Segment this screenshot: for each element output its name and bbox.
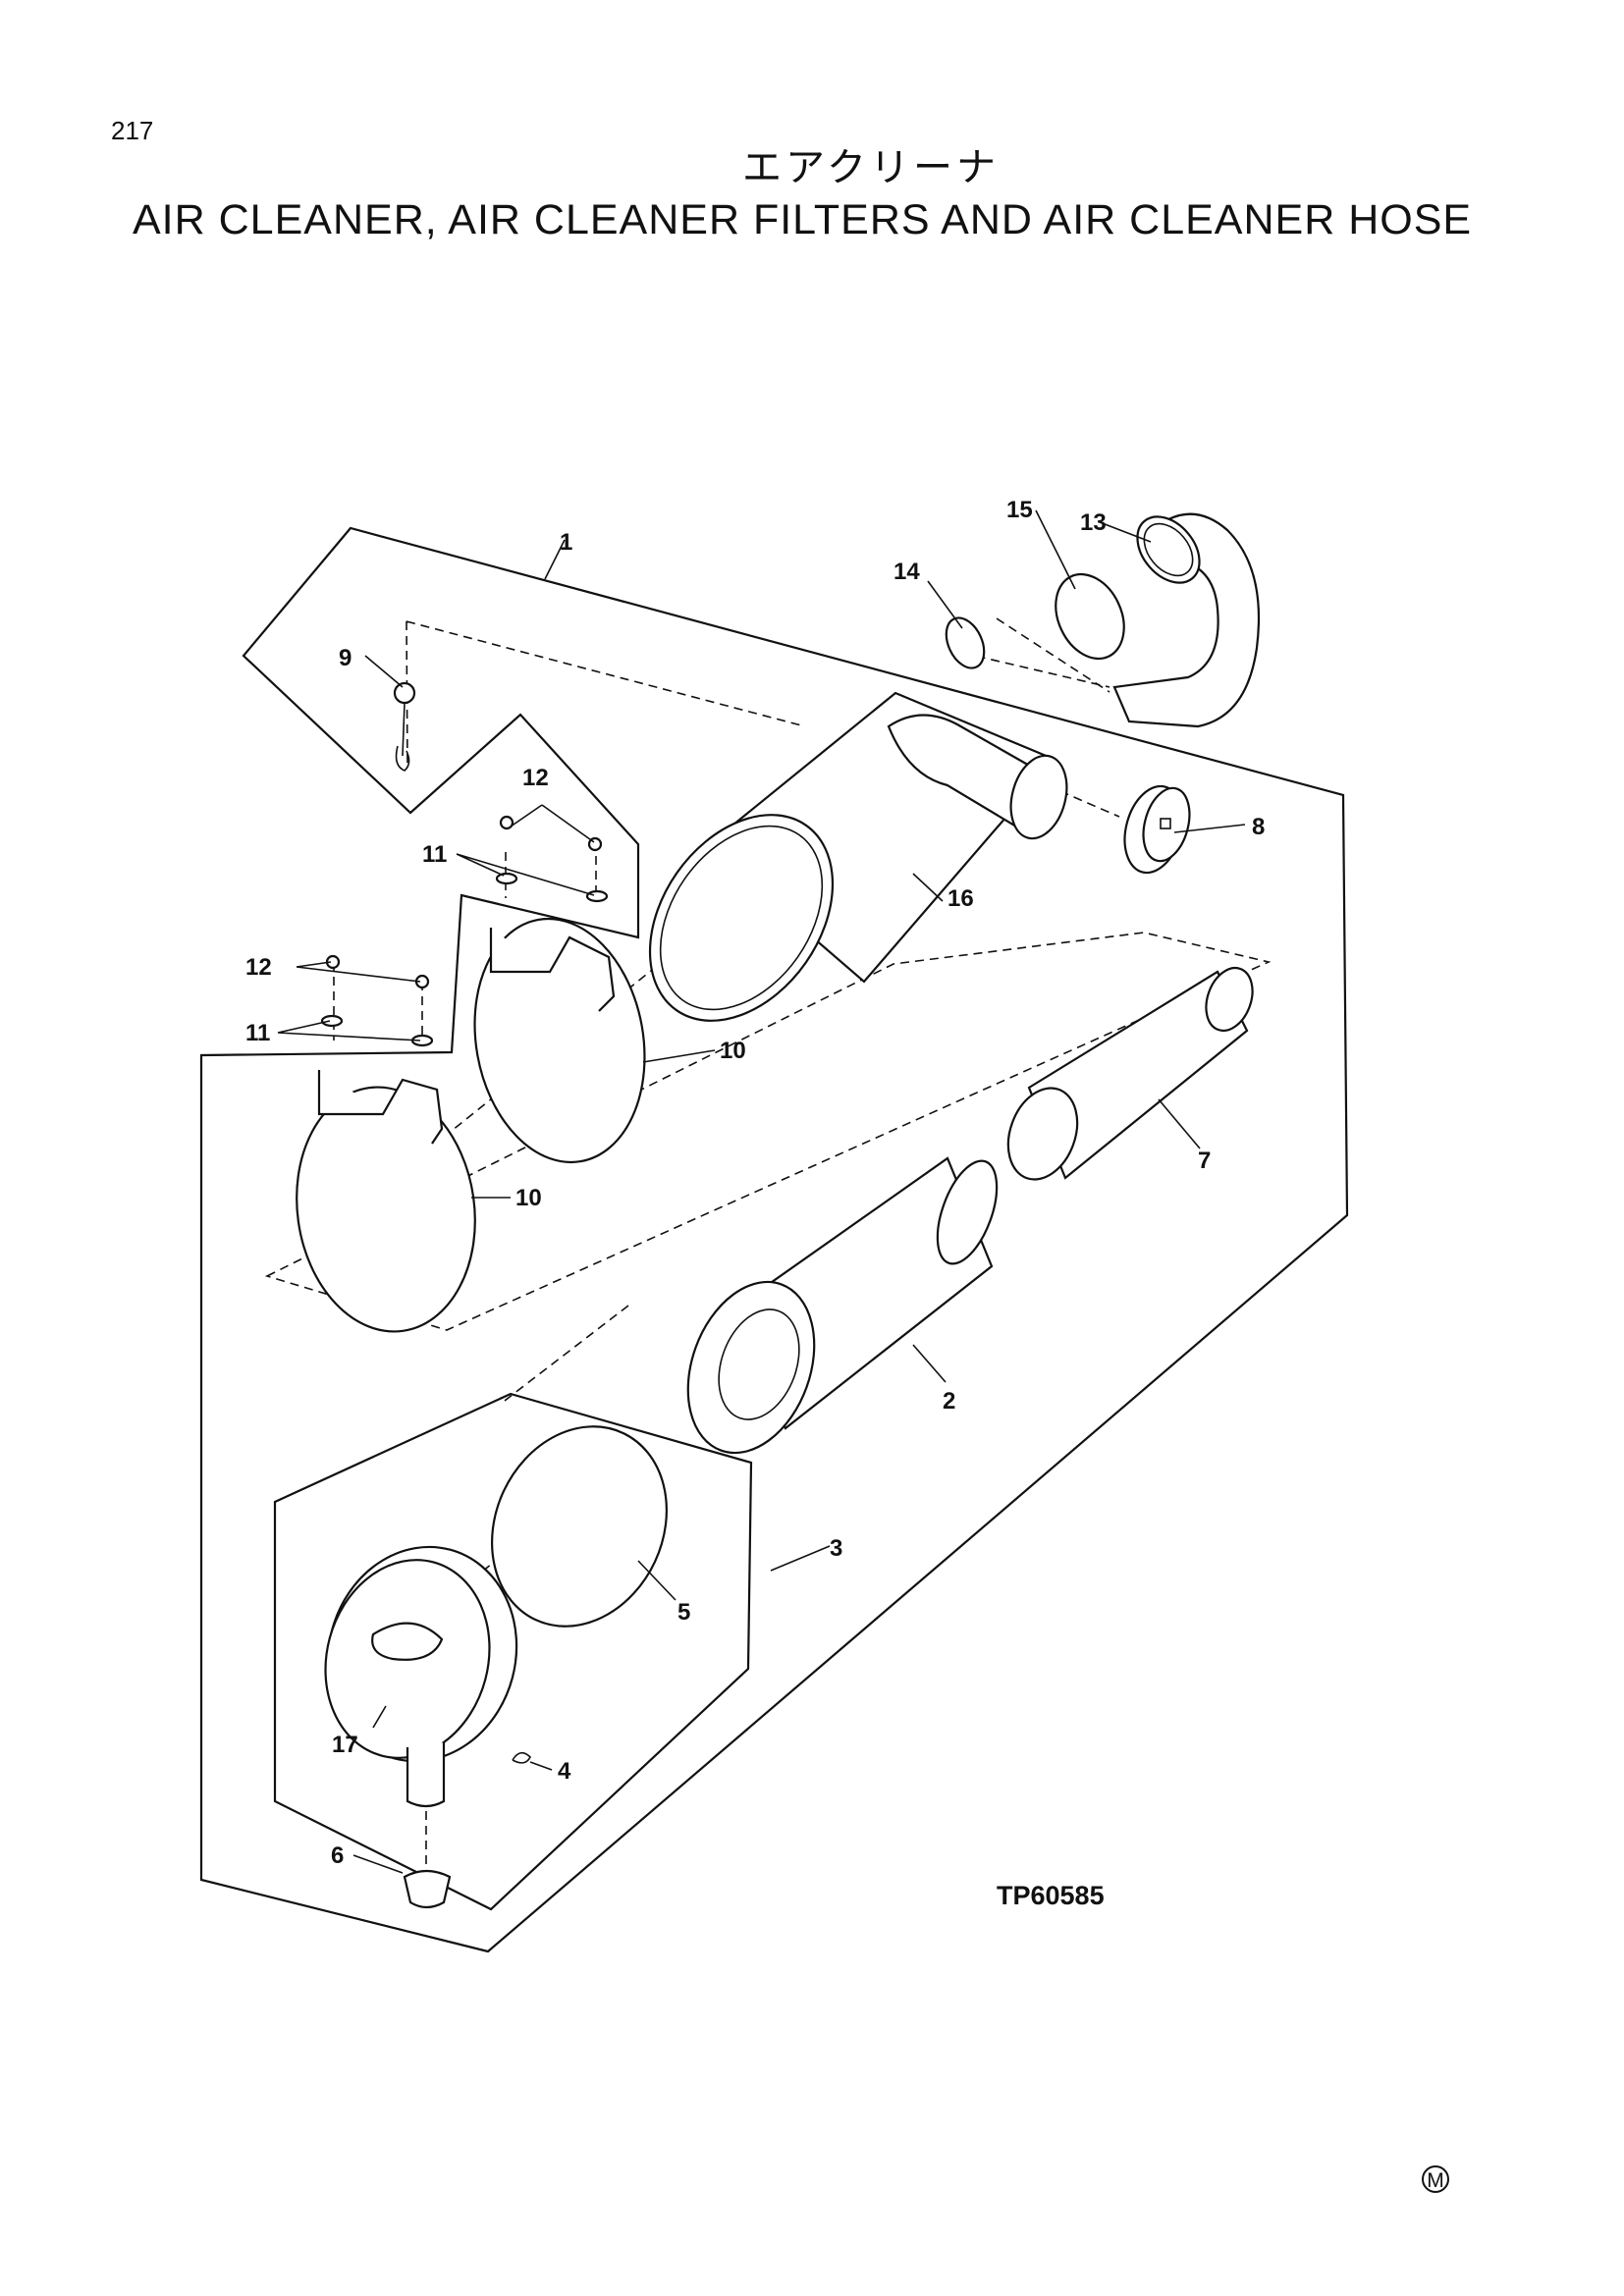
page-number: 217 <box>111 116 154 145</box>
marker-letter: M <box>1427 2169 1444 2192</box>
callout-13: 13 <box>1080 509 1107 536</box>
mounting-bolts <box>320 815 609 1047</box>
callout-15: 15 <box>1006 497 1033 523</box>
callout-6: 6 <box>331 1842 344 1869</box>
callout-8: 8 <box>1252 814 1265 840</box>
callout-7: 7 <box>1198 1148 1211 1174</box>
callout-9: 9 <box>339 645 352 671</box>
clamp-group-outline <box>264 932 1272 1331</box>
dust-cup-cover <box>324 1545 518 1808</box>
hose-clamp-14 <box>945 616 986 669</box>
air-cleaner-body <box>648 691 1068 1022</box>
dust-cup-clip <box>512 1751 531 1764</box>
callout-10-lower: 10 <box>515 1185 542 1211</box>
outlet-cap <box>1123 784 1191 875</box>
callout-2: 2 <box>943 1388 955 1415</box>
callout-14: 14 <box>893 559 920 585</box>
callout-4: 4 <box>558 1758 571 1785</box>
drawing-reference: TP60585 <box>997 1881 1105 1910</box>
page-title-japanese: エアクリーナ <box>742 145 1000 190</box>
callout-17: 17 <box>332 1732 358 1758</box>
callout-10-upper: 10 <box>720 1038 746 1064</box>
restriction-indicator <box>393 681 416 772</box>
mounting-band-lower <box>296 1070 476 1333</box>
mounting-band-upper <box>473 917 646 1164</box>
callout-16: 16 <box>947 885 974 912</box>
circled-m-marker: M <box>1422 2165 1449 2193</box>
page-title: AIR CLEANER, AIR CLEANER FILTERS AND AIR… <box>133 196 1473 243</box>
elbow-hose <box>1112 512 1261 728</box>
assembly-outline-1 <box>199 526 1349 1953</box>
leader-lines <box>277 509 1246 1874</box>
callout-11-upper: 11 <box>422 841 447 868</box>
hose-clamp-15 <box>1055 572 1125 661</box>
assembly-outline-3 <box>273 1392 753 1911</box>
assembly-axis-upper <box>406 617 1120 818</box>
callout-11-lower: 11 <box>245 1020 270 1046</box>
safety-filter-element <box>1006 966 1254 1181</box>
callout-1: 1 <box>560 529 572 556</box>
callout-12-upper: 12 <box>522 765 549 791</box>
primary-filter-element <box>686 1156 999 1455</box>
seal-ring <box>490 1425 669 1628</box>
vacuator-valve <box>403 1869 452 1909</box>
callout-12-lower: 12 <box>245 954 272 981</box>
callout-5: 5 <box>677 1599 690 1626</box>
callout-3: 3 <box>830 1535 842 1562</box>
